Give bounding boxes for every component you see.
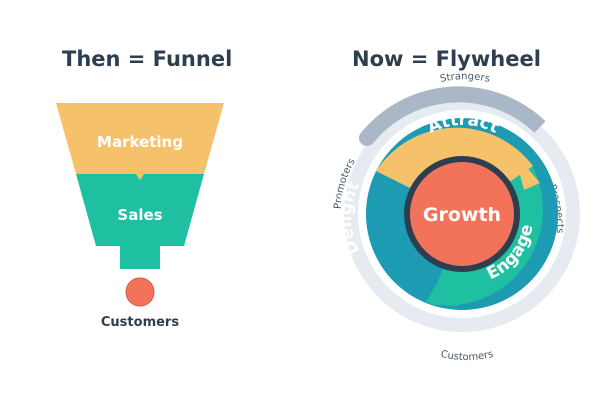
sales-label: Sales xyxy=(117,206,162,224)
growth-label: Growth xyxy=(423,204,501,226)
attract-notch xyxy=(514,152,540,190)
funnel-diagram: Marketing Sales Customers xyxy=(56,103,224,330)
svg-text:Strangers: Strangers xyxy=(439,71,491,85)
marketing-label: Marketing xyxy=(97,133,183,151)
funnel-title: Then = Funnel xyxy=(62,47,233,71)
flywheel-diagram: Strangers Customers Promoters Prospects … xyxy=(333,71,580,363)
sales-stage xyxy=(76,174,204,269)
marketing-stage xyxy=(56,103,224,180)
ring-label-strangers: Strangers xyxy=(439,71,491,85)
engage-notch xyxy=(426,270,458,306)
flywheel-title: Now = Flywheel xyxy=(352,47,541,71)
customer-ball xyxy=(125,277,155,307)
funnel-customers-label: Customers xyxy=(101,315,179,330)
strangers-arc-tip xyxy=(514,104,546,133)
strangers-arc xyxy=(359,86,527,146)
svg-text:Customers: Customers xyxy=(440,349,495,363)
ring-label-customers: Customers xyxy=(440,349,495,363)
growth-center xyxy=(410,162,514,266)
